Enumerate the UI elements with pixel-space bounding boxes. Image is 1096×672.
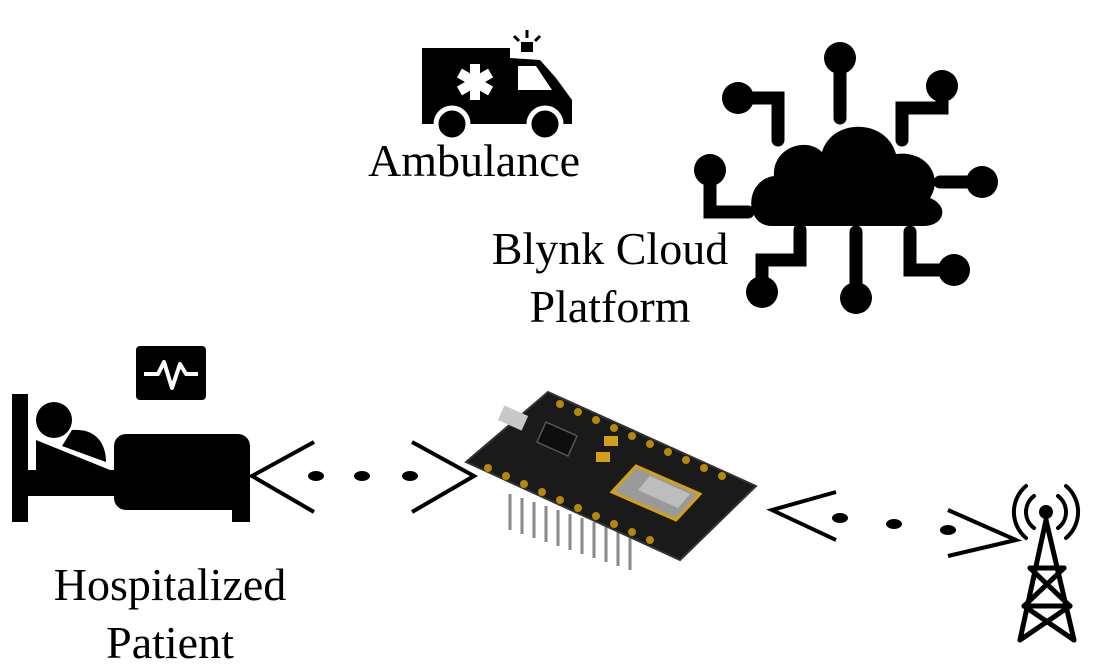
ambulance-label: Ambulance	[368, 135, 581, 186]
patient-label: Hospitalized Patient	[30, 556, 310, 672]
ambulance-icon	[422, 30, 572, 143]
cloud-label: Blynk Cloud Platform	[470, 220, 750, 336]
nodemcu-board-icon	[464, 390, 758, 570]
cloud-label-line2: Platform	[529, 281, 691, 332]
heart-monitor-icon	[136, 346, 206, 400]
cloud-label-line1: Blynk Cloud	[491, 223, 729, 274]
hospital-bed-icon	[12, 394, 250, 522]
patient-label-line2: Patient	[106, 617, 234, 668]
patient-label-line1: Hospitalized	[53, 559, 287, 610]
link-board-tower	[766, 490, 1023, 558]
link-bed-board	[247, 440, 479, 514]
cell-tower-icon	[1011, 484, 1081, 643]
